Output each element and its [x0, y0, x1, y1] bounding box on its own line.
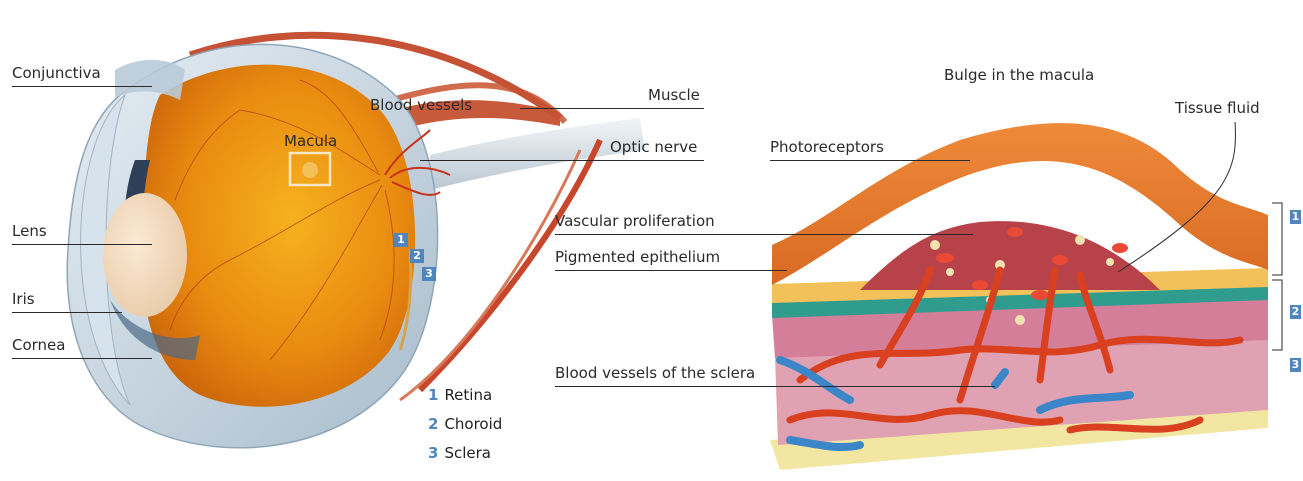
macula-label: Macula [284, 132, 337, 150]
photoreceptors-label: Photoreceptors [770, 138, 884, 156]
pigmented-epithelium-label: Pigmented epithelium [555, 248, 720, 266]
detail-badge-2: 2 [1290, 305, 1301, 319]
macula-cross-section [770, 123, 1268, 470]
muscle-label: Muscle [648, 86, 700, 104]
conjunctiva-label: Conjunctiva [12, 64, 101, 82]
sclera-vessels-leader [555, 386, 995, 387]
muscle-leader [520, 108, 704, 109]
lens-leader [12, 244, 152, 245]
vascular-proliferation-label: Vascular proliferation [555, 212, 715, 230]
cornea-label: Cornea [12, 336, 65, 354]
sclera-vessels-label: Blood vessels of the sclera [555, 364, 755, 382]
optic-nerve-label: Optic nerve [610, 138, 697, 156]
layer-badge-2: 2 [410, 249, 424, 263]
optic-nerve-leader [420, 160, 704, 161]
conjunctiva-leader [12, 86, 152, 87]
cornea-leader [12, 358, 152, 359]
detail-badge-1: 1 [1290, 210, 1301, 224]
pigmented-epithelium-leader [555, 270, 787, 271]
lens-label: Lens [12, 222, 47, 240]
tissue-fluid-label: Tissue fluid [1175, 99, 1260, 117]
vascular-proliferation-leader [555, 234, 973, 235]
iris-label: Iris [12, 290, 35, 308]
iris-leader [12, 312, 122, 313]
photoreceptors-leader [770, 160, 970, 161]
blood-vessels-label: Blood vessels [370, 96, 472, 114]
bulge-title: Bulge in the macula [944, 66, 1094, 84]
layer-badge-1: 1 [394, 233, 408, 247]
detail-badge-3: 3 [1290, 358, 1301, 372]
layer-badge-3: 3 [422, 267, 436, 281]
